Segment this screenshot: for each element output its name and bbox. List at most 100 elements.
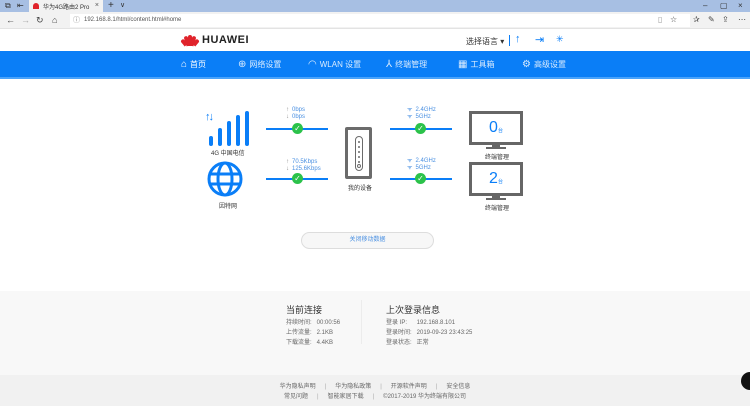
terminal-monitor-bottom[interactable]: 2台 xyxy=(469,162,523,196)
nav-wlan-settings[interactable]: ◠ WLAN 设置 xyxy=(308,59,361,70)
bottom-link-rates: ↑70.5Kbps ↓125.6Kbps xyxy=(286,159,321,173)
close-tab-icon[interactable]: × xyxy=(94,2,99,9)
notes-pen-icon[interactable]: ✎ xyxy=(708,15,715,24)
info-key: 登录 IP: xyxy=(386,320,408,326)
monitor-base xyxy=(486,147,506,149)
logout-icon[interactable]: ⇥ xyxy=(535,34,545,46)
status-ok-check-icon: ✓ xyxy=(415,123,426,134)
new-tab-button[interactable]: + xyxy=(108,0,114,11)
nav-home[interactable]: ⌂ 首页 xyxy=(181,59,206,70)
main-nav: ⌂ 首页 ⊕ 网络设置 ◠ WLAN 设置 ⅄ 终端管理 ▦ 工具箱 ⚙ 高级设… xyxy=(0,51,750,79)
footer-links-row1: 华为隐私声明|华为隐私政策|开源软件声明|安全信息 xyxy=(0,381,750,390)
toolbox-icon: ▦ xyxy=(458,59,468,70)
nav-home-label: 首页 xyxy=(190,60,207,69)
favorite-star-icon[interactable]: ☆ xyxy=(670,15,678,24)
home-button[interactable]: ⌂ xyxy=(52,15,58,25)
back-button[interactable]: ← xyxy=(6,15,15,25)
terminal-unit: 台 xyxy=(497,179,503,185)
band-24ghz: 2.4GHz xyxy=(415,158,436,164)
nav-toolbox-label: 工具箱 xyxy=(470,60,495,69)
terminal-monitor-top[interactable]: 0台 xyxy=(469,111,523,145)
info-row: 登录状态: 正常 xyxy=(386,337,429,346)
bottom-upload-rate: 70.5Kbps xyxy=(292,159,318,165)
tab-title: 华为4G路由2 Pro xyxy=(43,4,90,11)
language-select[interactable]: 选择语言 ▾ xyxy=(466,37,505,46)
separator: | xyxy=(317,394,319,400)
upload-arrow-icon: ↑ xyxy=(286,159,289,165)
maximize-button[interactable]: ▢ xyxy=(720,1,728,10)
separator: | xyxy=(324,384,327,390)
info-row: 持续时间: 00:00:56 xyxy=(286,317,340,326)
tab-actions-icon[interactable]: ⧉ xyxy=(5,1,11,10)
separator: | xyxy=(372,394,375,400)
info-row: 下载流量: 4.4KB xyxy=(286,337,333,346)
page-footer: 华为隐私声明|华为隐私政策|开源软件声明|安全信息 常见问题|智能家居下载|©2… xyxy=(0,375,750,406)
disable-mobile-data-button[interactable]: 关闭移动数据 xyxy=(301,232,434,249)
close-window-button[interactable]: × xyxy=(738,1,743,10)
terminal-unit: 台 xyxy=(497,128,503,134)
huawei-favicon-icon xyxy=(33,3,39,9)
terminal-label: 终端管理 xyxy=(485,206,510,212)
info-value: 00:00:56 xyxy=(316,320,341,326)
download-arrow-icon: ↓ xyxy=(286,166,289,172)
download-arrow-icon: ↓ xyxy=(286,114,289,120)
url-input[interactable]: ⓘ 192.168.8.1/html/content.html#home xyxy=(70,14,690,27)
gear-icon: ⚙ xyxy=(522,59,531,70)
forward-button[interactable]: → xyxy=(21,15,30,25)
monitor-stand xyxy=(492,145,500,148)
open-source-link[interactable]: 开源软件声明 xyxy=(390,384,427,390)
site-info-icon[interactable]: ⓘ xyxy=(73,17,80,24)
huawei-petals-icon xyxy=(180,34,200,46)
page-header: HUAWEI 选择语言 ▾ ↑ ⇥ ✳ xyxy=(0,29,750,51)
copyright-text: ©2017-2019 华为终端有限公司 xyxy=(383,394,466,400)
smart-home-download-link[interactable]: 智能家居下载 xyxy=(327,394,364,400)
info-key: 登录状态: xyxy=(386,340,412,346)
floating-help-button[interactable] xyxy=(741,372,750,390)
nav-terminal-management[interactable]: ⅄ 终端管理 xyxy=(386,59,427,70)
nav-advanced-settings[interactable]: ⚙ 高级设置 xyxy=(522,59,566,70)
info-key: 登录时间: xyxy=(386,330,412,336)
router-device-icon[interactable] xyxy=(345,127,372,179)
info-value: 正常 xyxy=(416,340,429,346)
terminal-count: 2 xyxy=(489,170,498,187)
reading-view-icon[interactable]: ▯ xyxy=(658,15,663,24)
home-icon: ⌂ xyxy=(181,59,188,70)
info-value: 4.4KB xyxy=(316,340,334,346)
privacy-statement-link[interactable]: 华为隐私声明 xyxy=(279,384,316,390)
more-icon[interactable]: ⋯ xyxy=(738,15,746,24)
terminal-count: 0 xyxy=(489,119,498,136)
minimize-button[interactable]: – xyxy=(703,1,708,10)
set-aside-tabs-icon[interactable]: ⇤ xyxy=(17,1,24,10)
address-bar-row: ← → ↻ ⌂ ⓘ 192.168.8.1/html/content.html#… xyxy=(0,12,750,29)
info-key: 上传流量: xyxy=(286,330,312,336)
nav-advanced-label: 高级设置 xyxy=(533,60,566,69)
terminal-label: 终端管理 xyxy=(485,155,510,161)
nav-toolbox[interactable]: ▦ 工具箱 xyxy=(458,59,494,70)
band-24ghz: 2.4GHz xyxy=(415,107,436,113)
top-upload-rate: 0bps xyxy=(292,107,306,113)
bottom-download-rate: 125.6Kbps xyxy=(292,166,321,172)
huawei-logo[interactable]: HUAWEI xyxy=(180,34,249,46)
browser-tab[interactable]: 华为4G路由2 Pro × xyxy=(29,0,103,12)
info-value: 2019-09-23 23:43:25 xyxy=(416,330,473,336)
update-arrow-icon[interactable]: ↑ xyxy=(515,33,521,45)
info-value: 192.168.8.101 xyxy=(416,320,456,326)
security-info-link[interactable]: 安全信息 xyxy=(446,384,471,390)
current-connection-title: 当前连接 xyxy=(286,305,323,315)
internet-globe-icon[interactable] xyxy=(207,161,243,197)
tab-list-chevron-icon[interactable]: ∨ xyxy=(120,2,126,9)
monitor-base xyxy=(486,198,506,200)
privacy-policy-link[interactable]: 华为隐私政策 xyxy=(335,384,372,390)
nav-network-settings[interactable]: ⊕ 网络设置 xyxy=(238,59,281,70)
faq-link[interactable]: 常见问题 xyxy=(284,394,309,400)
monitor-stand xyxy=(492,196,500,199)
signal-strength-icon: ↑↓ xyxy=(205,111,251,146)
footer-links-row2: 常见问题 | 智能家居下载 | ©2017-2019 华为终端有限公司 xyxy=(0,391,750,400)
nav-terminal-label: 终端管理 xyxy=(395,60,428,69)
favorites-icon[interactable]: ✰ xyxy=(693,15,700,24)
refresh-button[interactable]: ↻ xyxy=(36,15,44,25)
info-value: 2.1KB xyxy=(316,330,334,336)
info-key: 持续时间: xyxy=(286,320,312,326)
share-icon[interactable]: ⇪ xyxy=(722,15,729,24)
